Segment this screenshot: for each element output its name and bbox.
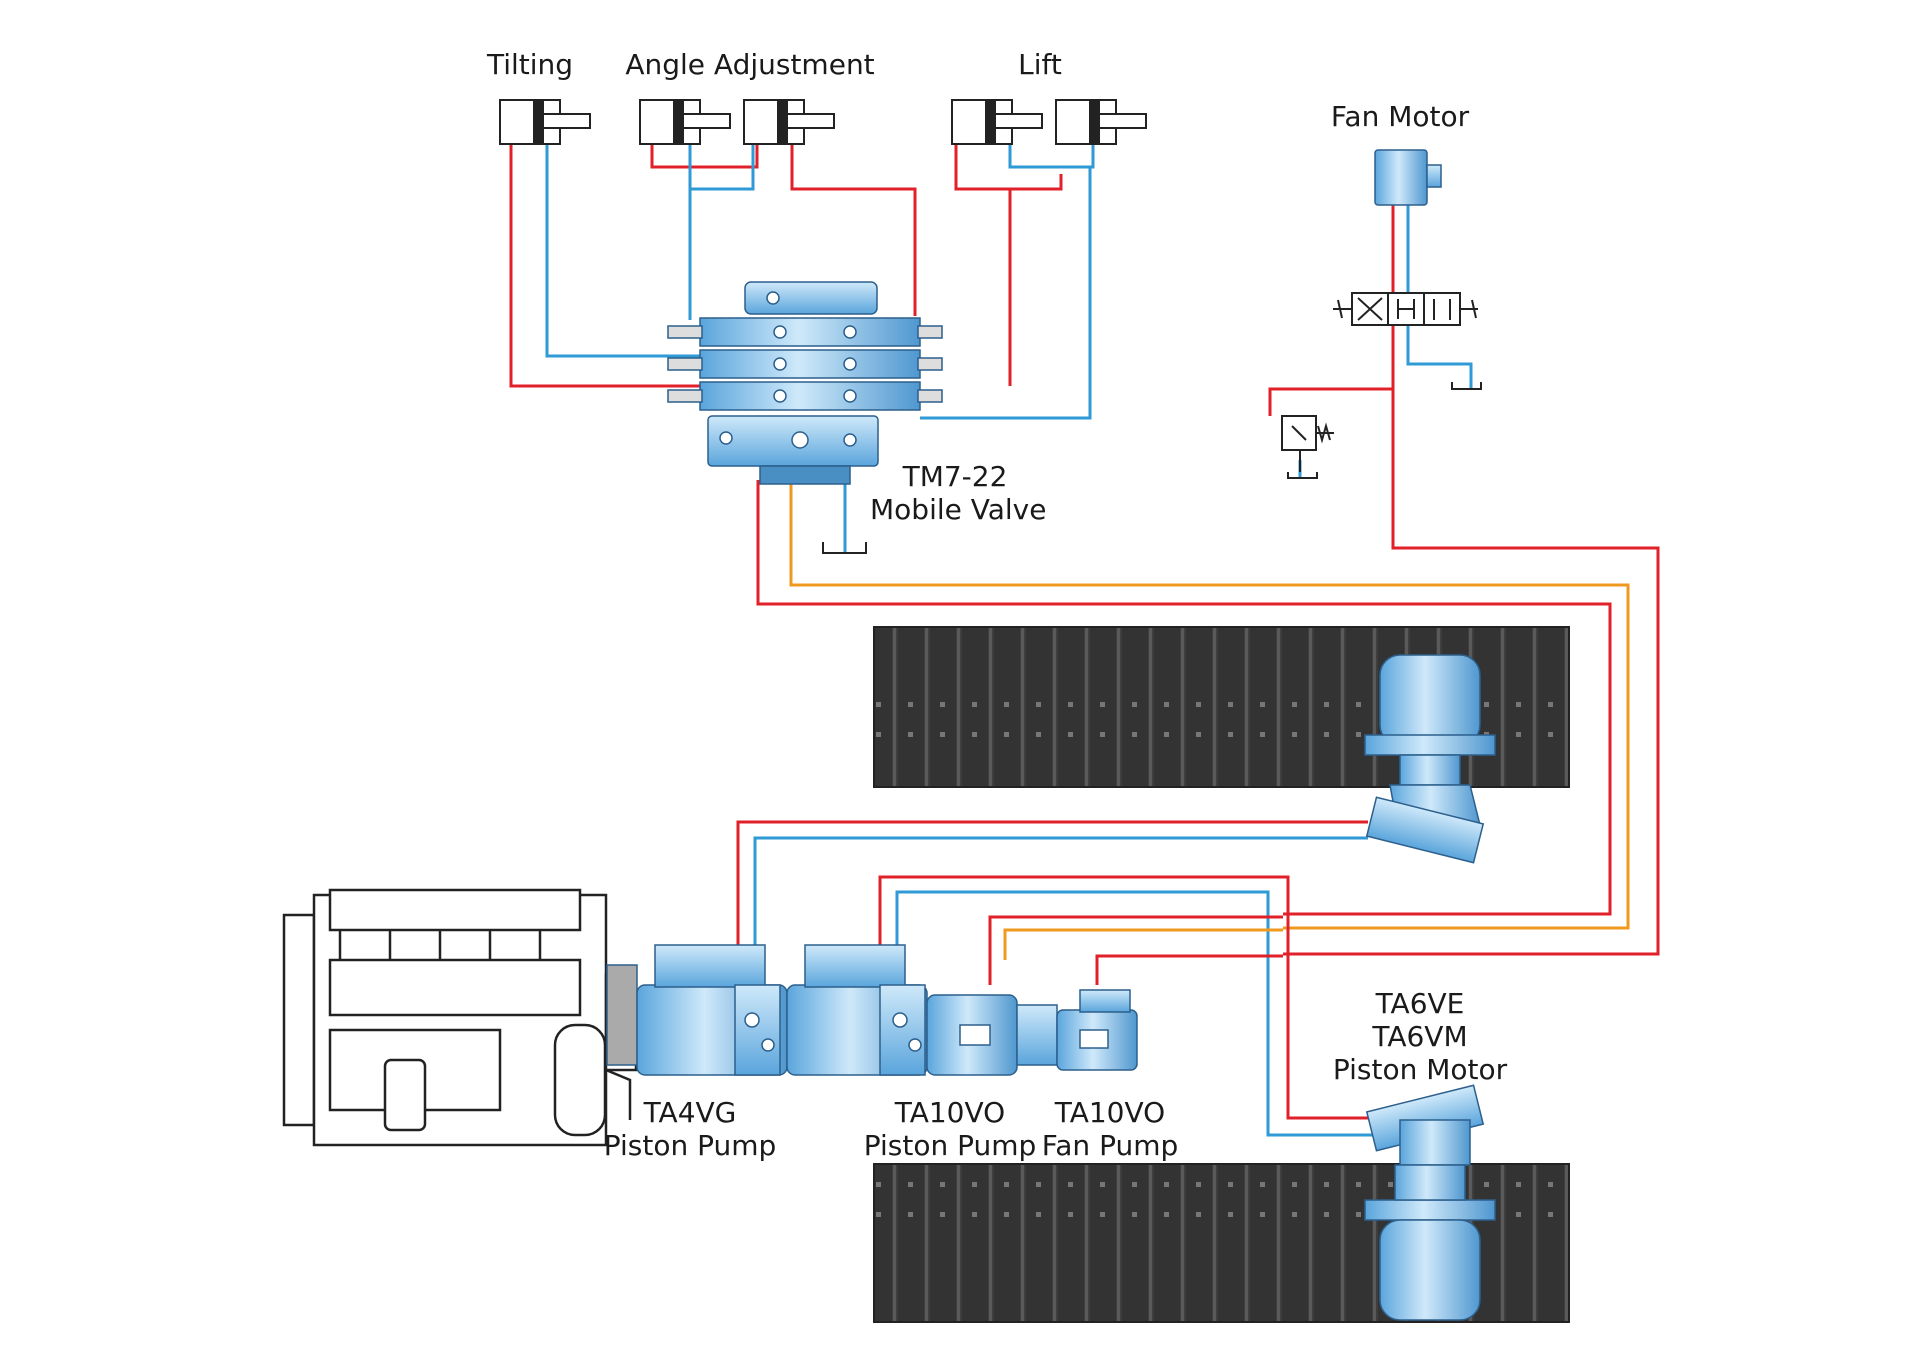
lift-cylinder-left: [951, 99, 1043, 145]
pump2-name-label: Piston Pump: [863, 1129, 1037, 1162]
tank-symbols: [822, 382, 1482, 554]
relief-valve: [1281, 415, 1334, 472]
upper-motor-return-line: [753, 836, 1368, 985]
motor-model-label-2: TA6VM: [1372, 1020, 1468, 1053]
valve-model-label: TM7-22: [902, 460, 1008, 493]
lower-motor-pressure-line: [878, 875, 1378, 1120]
relief-valve-line: [1268, 387, 1393, 416]
upper-piston-motor: [1364, 654, 1496, 864]
lower-motor-return-line: [895, 890, 1378, 1137]
lower-piston-motor: [1364, 1084, 1496, 1321]
diesel-engine: [282, 888, 638, 1147]
pump2-pressure-line: [988, 915, 1283, 985]
lift-cylinder-right: [1055, 99, 1147, 145]
upper-motor-pressure-line: [736, 820, 1368, 985]
ta4vg-pump: [606, 944, 788, 1076]
directional-control-valve: [1333, 292, 1478, 326]
ta10vo-piston-pump: [786, 944, 1018, 1076]
pump1-model-label: TA4VG: [643, 1096, 737, 1129]
angle-adjustment-label: Angle Adjustment: [625, 48, 875, 81]
pump2-model-label: TA10VO: [894, 1096, 1006, 1129]
angle-pressure-line: [650, 143, 917, 316]
fan-pressure-line: [1283, 205, 1660, 956]
valve-pressure-line: [756, 480, 1612, 916]
lift-label: Lift: [1018, 48, 1062, 81]
valve-pilot-line: [789, 480, 1630, 930]
fan-pump-pressure-line: [1095, 954, 1283, 985]
pump2-pilot-line: [1003, 928, 1283, 960]
pump1-name-label: Piston Pump: [603, 1129, 777, 1162]
fan-motor-label: Fan Motor: [1330, 100, 1470, 133]
motor-model-label-1: TA6VE: [1375, 987, 1465, 1020]
angle-return-line: [688, 143, 755, 320]
lift-pressure-line: [954, 143, 1063, 386]
fan-motor: [1374, 149, 1442, 206]
tilting-cylinder: [499, 99, 591, 145]
angle-cylinder-left: [639, 99, 731, 145]
tilting-pressure-line: [509, 143, 700, 388]
pump3-model-label: TA10VO: [1054, 1096, 1166, 1129]
valve-name-label: Mobile Valve: [870, 493, 1047, 526]
pump3-name-label: Fan Pump: [1041, 1129, 1179, 1162]
tilting-return-line: [545, 143, 700, 358]
fan-return-line: [1406, 205, 1473, 388]
ta10vo-fan-pump: [1016, 989, 1138, 1071]
tilting-label: Tilting: [486, 48, 574, 81]
angle-cylinder-right: [743, 99, 835, 145]
mobile-valve-block: [667, 281, 943, 485]
motor-name-label: Piston Motor: [1332, 1053, 1508, 1086]
lift-return-line: [920, 143, 1095, 420]
